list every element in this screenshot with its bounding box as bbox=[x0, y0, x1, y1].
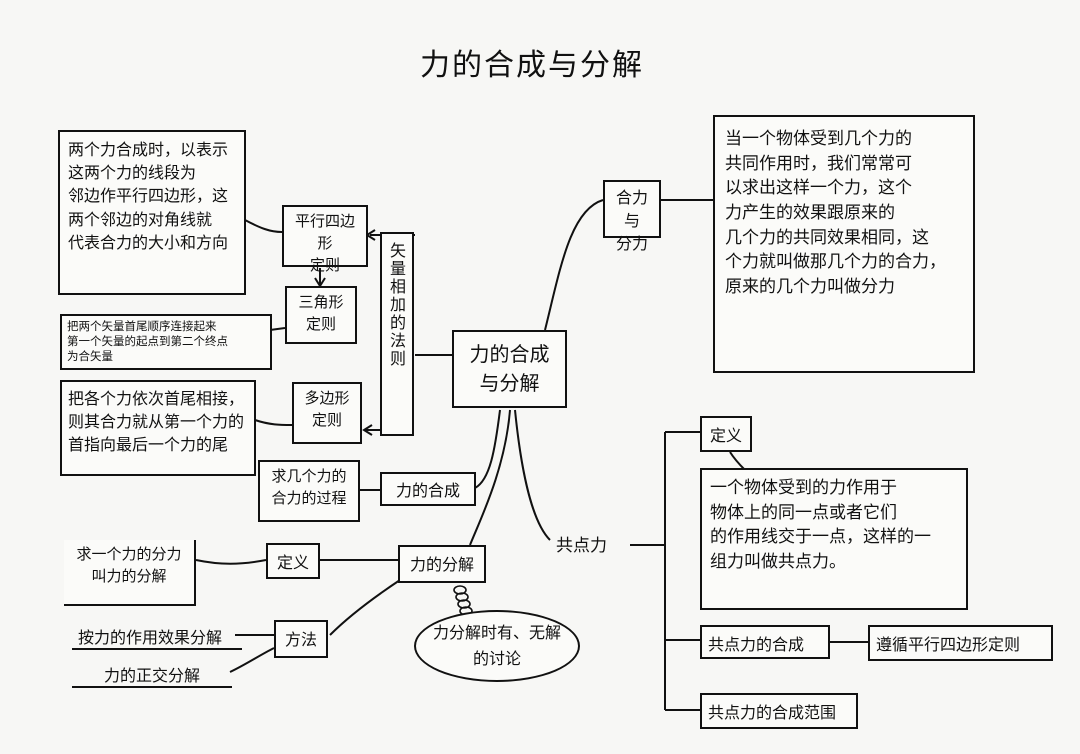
link-triangle-desc bbox=[269, 327, 286, 331]
link-def-desc bbox=[195, 559, 267, 565]
concurrent-synthesis-node: 共点力的合成 bbox=[700, 625, 830, 659]
composition-node: 力的合成 bbox=[380, 472, 476, 506]
discussion-bubble: 力分解时有、无解 的讨论 bbox=[414, 610, 580, 682]
coil-connector bbox=[453, 585, 473, 616]
link-decomp-method bbox=[329, 579, 401, 636]
concurrent-node: 共点力 bbox=[556, 536, 607, 556]
composition-desc: 求几个力的 合力的过程 bbox=[258, 460, 360, 522]
concurrent-synthesis-rule: 遵循平行四边形定则 bbox=[868, 625, 1053, 661]
center-node: 力的合成 与分解 bbox=[452, 330, 567, 408]
polygon-desc: 把各个力依次首尾相接， 则其合力就从第一个力的 首指向最后一个力的尾 bbox=[60, 380, 256, 476]
link-center-concurrent bbox=[514, 409, 551, 541]
triangle-node: 三角形 定则 bbox=[285, 286, 357, 344]
method-node: 方法 bbox=[274, 620, 328, 658]
method-orthogonal: 力的正交分解 bbox=[72, 660, 232, 688]
resultant-definition: 当一个物体受到几个力的 共同作用时，我们常常可 以求出这样一个力，这个 力产生的… bbox=[713, 115, 975, 373]
link-para-desc bbox=[244, 219, 283, 233]
link-center-resultant bbox=[544, 199, 604, 331]
concurrent-definition-node: 定义 bbox=[700, 416, 752, 452]
concurrent-definition-desc: 一个物体受到的力作用于 物体上的同一点或者它们 的作用线交于一点，这样的一 组力… bbox=[700, 468, 968, 610]
polygon-node: 多边形 定则 bbox=[292, 382, 362, 444]
vector-rule-node: 矢量相加的法则 bbox=[380, 232, 414, 436]
link-polygon-desc bbox=[254, 419, 293, 426]
link-center-decomposition bbox=[469, 409, 511, 546]
arrow-polygon bbox=[362, 424, 373, 436]
decomp-definition-desc: 求一个力的分力 叫力的分解 bbox=[64, 540, 196, 606]
concurrent-range-node: 共点力的合成范围 bbox=[700, 693, 858, 729]
page-title: 力的合成与分解 bbox=[420, 48, 644, 83]
link-method-2 bbox=[229, 647, 275, 673]
decomp-definition-node: 定义 bbox=[266, 543, 320, 579]
parallelogram-desc: 两个力合成时，以表示 这两个力的线段为 邻边作平行四边形，这 两个邻边的对角线就… bbox=[58, 130, 246, 295]
parallelogram-node: 平行四边形 定则 bbox=[282, 205, 368, 274]
decomposition-node: 力的分解 bbox=[398, 545, 486, 583]
method-effect: 按力的作用效果分解 bbox=[72, 622, 242, 650]
resultant-node: 合力与 分力 bbox=[603, 180, 661, 253]
link-center-composition bbox=[474, 409, 501, 489]
triangle-desc: 把两个矢量首尾顺序连接起来 第一个矢量的起点到第二个终点 为合矢量 bbox=[60, 314, 272, 370]
